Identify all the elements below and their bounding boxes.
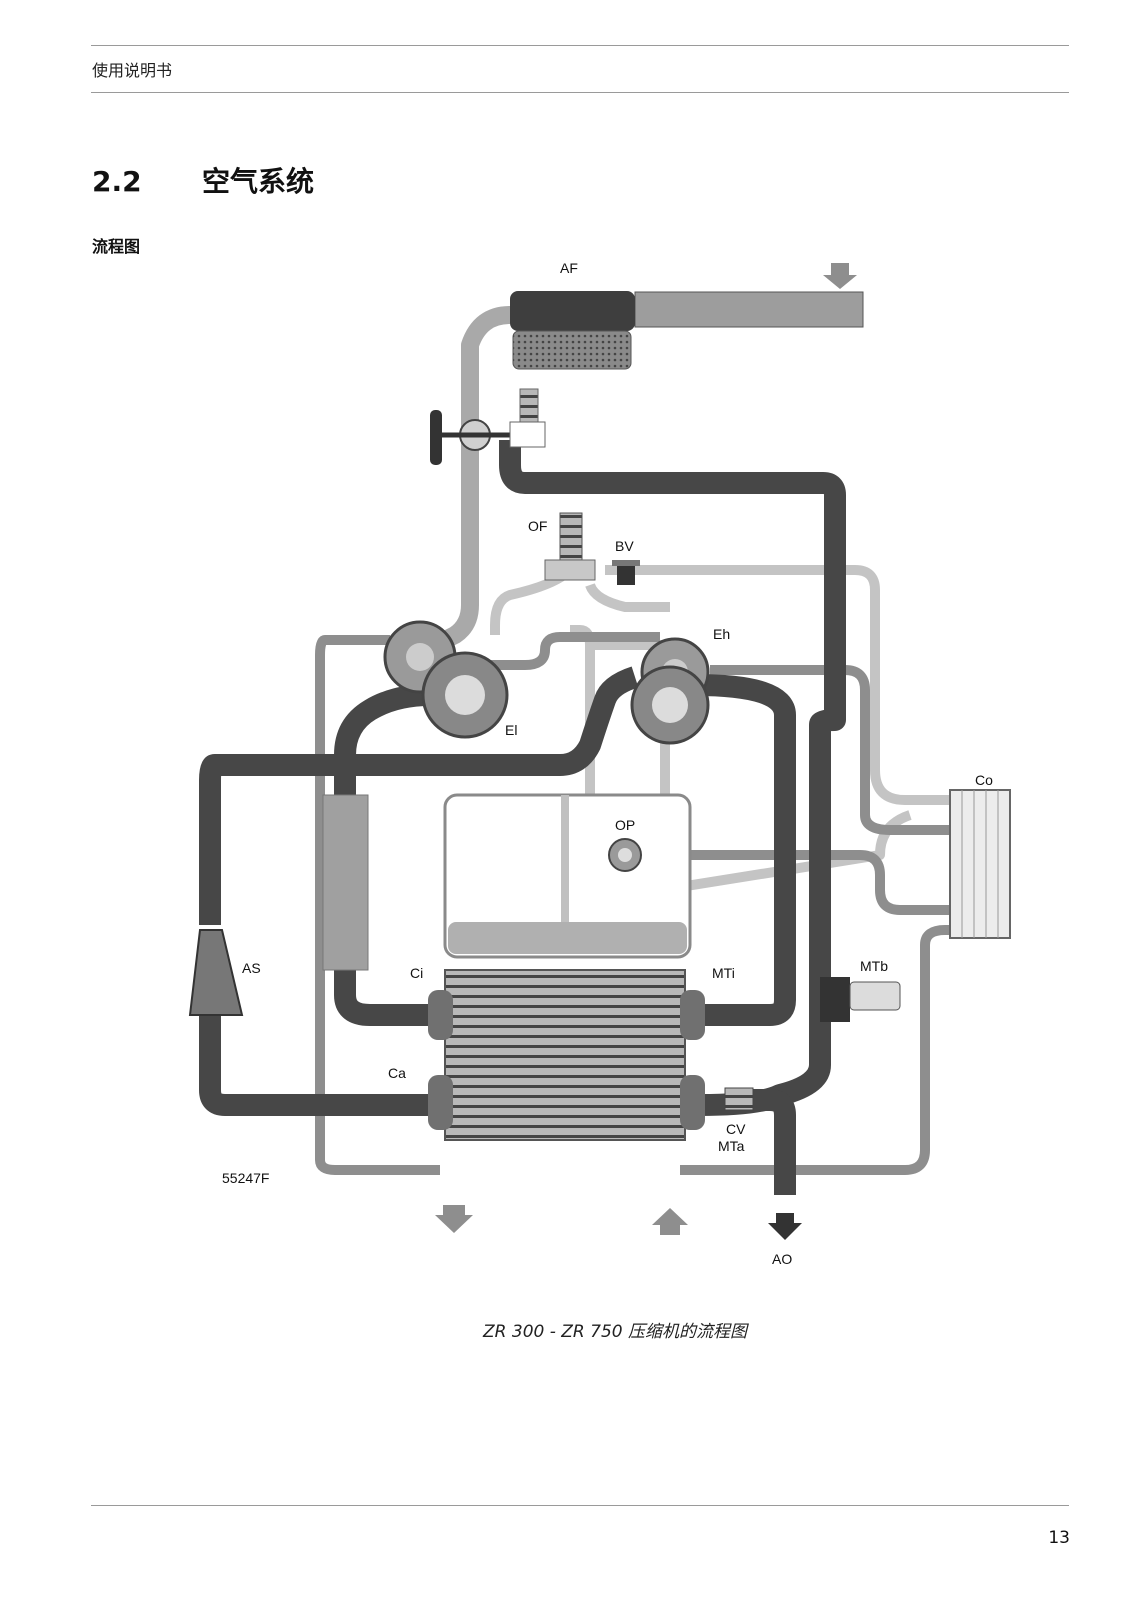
section-heading: 2.2 空气系统 (92, 160, 314, 200)
label-eh: Eh (713, 626, 730, 642)
label-co: Co (975, 772, 993, 788)
high-pressure-element (630, 637, 710, 745)
label-mtb: MTb (860, 958, 888, 974)
oil-filter (544, 512, 596, 581)
drain-arrow-left-icon (435, 1205, 473, 1233)
label-ao: AO (772, 1251, 792, 1267)
intake-duct (634, 291, 864, 328)
oil-sump (443, 793, 692, 959)
label-op: OP (615, 817, 635, 833)
subheading: 流程图 (92, 237, 141, 256)
section-number: 2.2 (92, 165, 142, 198)
label-bv: BV (615, 538, 634, 554)
page-number: 13 (1048, 1528, 1070, 1548)
air-flow-diagram: AF OF BV Eh El Co OP AS Ci MTi MTb Ca CV… (188, 260, 1011, 1267)
intake-arrow-icon (823, 263, 857, 289)
oil-cooler (949, 789, 1011, 939)
inlet-arrow-water-icon (652, 1208, 688, 1235)
check-valve (724, 1087, 754, 1111)
header-rule-top (91, 45, 1069, 46)
blow-off-valve (612, 560, 640, 585)
label-cv: CV (726, 1121, 746, 1137)
sensor-mtb (820, 977, 901, 1022)
oil-pump (608, 838, 642, 872)
label-ref: 55247F (222, 1170, 269, 1186)
label-ca: Ca (388, 1065, 406, 1081)
label-af: AF (560, 260, 578, 276)
air-outlet-arrow-icon (768, 1213, 802, 1240)
label-mti: MTi (712, 965, 735, 981)
label-as: AS (242, 960, 261, 976)
air-filter (510, 291, 635, 370)
label-el: El (505, 722, 517, 738)
figure-caption: ZR 300 - ZR 750 压缩机的流程图 (483, 1322, 747, 1342)
air-silencer (188, 929, 244, 1016)
air-lines-dark (199, 440, 846, 1195)
header-title: 使用说明书 (92, 61, 173, 80)
label-of: OF (528, 518, 547, 534)
oil-lines-medium (315, 632, 950, 1175)
header-rule-bottom (91, 92, 1069, 93)
unloader-valve (430, 388, 546, 465)
label-mta: MTa (718, 1138, 745, 1154)
coolers (428, 969, 705, 1141)
oil-separator-column (322, 794, 369, 971)
low-pressure-element (383, 620, 509, 739)
intake-pipe (440, 306, 511, 649)
label-ci: Ci (410, 965, 423, 981)
footer-rule (91, 1505, 1069, 1506)
section-title: 空气系统 (202, 165, 315, 198)
